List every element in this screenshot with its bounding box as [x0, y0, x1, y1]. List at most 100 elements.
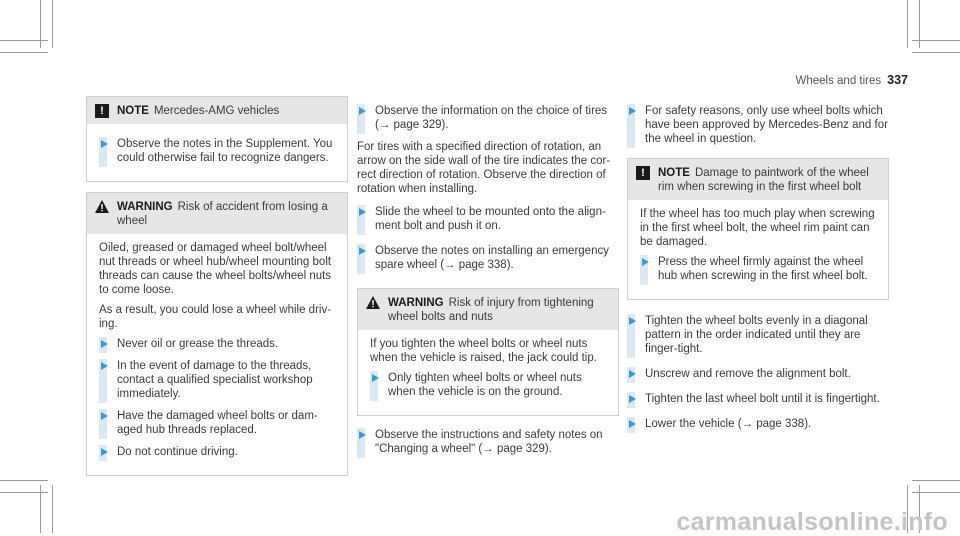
step-marker	[640, 255, 649, 285]
page-ref-link[interactable]: page 329).	[493, 443, 552, 455]
step-text: Press the wheel firmly against the wheel…	[658, 256, 868, 282]
page-ref-link[interactable]: page 329).	[390, 119, 449, 131]
crop-mark	[907, 0, 908, 48]
step-marker	[627, 104, 636, 148]
step-arrow-icon	[629, 370, 636, 378]
page-ref-arrow-icon: →	[378, 119, 391, 131]
step-marker	[99, 409, 108, 439]
step-marker	[99, 445, 108, 461]
step-text: Unscrew and remove the alignment bolt.	[645, 368, 851, 380]
step-text: Do not continue driving.	[117, 446, 238, 458]
step-marker	[370, 371, 379, 401]
body-paragraph: For tires with a specified direction of …	[357, 141, 611, 195]
step-marker	[99, 359, 108, 403]
note-label: NOTE	[117, 105, 149, 117]
step-arrow-icon	[101, 340, 108, 348]
step-arrow-icon	[629, 107, 636, 115]
step-text: Tighten the wheel bolts evenly in a diag…	[645, 315, 868, 355]
step-text: Observe the information on the choice of…	[375, 105, 608, 131]
step-text: In the event of damage to the threads, c…	[117, 360, 313, 400]
step-marker	[99, 337, 108, 353]
step-text: Observe the notes in the Supplement. You…	[117, 138, 333, 164]
warning-body: If you tighten the wheel bolts or wheel …	[358, 330, 618, 415]
step-arrow-icon	[642, 258, 649, 266]
warning-title: Risk of injury from tightening wheel bol…	[388, 297, 594, 323]
step-arrow-icon	[629, 317, 636, 325]
crop-mark	[0, 480, 48, 481]
step-text: Observe the notes on installing an emerg…	[375, 245, 609, 271]
crop-mark	[0, 40, 48, 41]
note-step: Press the wheel firmly against the wheel…	[640, 255, 876, 285]
crop-mark	[40, 0, 41, 48]
warning-label: WARNING	[388, 297, 444, 309]
warning-step: Only tighten wheel bolts or wheel nuts w…	[370, 371, 606, 401]
page-ref-arrow-icon: →	[741, 418, 754, 430]
watermark: carmanualsonline.info	[676, 508, 948, 536]
crop-mark	[912, 52, 960, 53]
warning-title: Risk of accident from losing a wheel	[117, 201, 328, 227]
step-text: Tighten the last wheel bolt until it is …	[645, 393, 880, 405]
step-text: Have the damaged wheel bolts or dam­aged…	[117, 410, 318, 436]
step-arrow-icon	[359, 107, 366, 115]
warning-paragraph: Oiled, greased or damaged wheel bolt/whe…	[99, 242, 332, 296]
crop-mark	[912, 480, 960, 481]
step-marker	[627, 417, 636, 433]
step-marker	[357, 428, 366, 458]
note-exclamation-icon: !	[636, 166, 650, 180]
step-text: Observe the instructions and safety note…	[375, 429, 603, 455]
page-ref-link[interactable]: page 338).	[455, 259, 514, 271]
page-ref-arrow-icon: →	[444, 259, 456, 271]
step-arrow-icon	[359, 431, 366, 439]
crop-mark	[52, 485, 53, 533]
note-body: If the wheel has too much play when scre…	[628, 200, 888, 299]
step-arrow-icon	[101, 412, 108, 420]
warning-label: WARNING	[117, 201, 173, 213]
instruction-step: Observe the information on the choice of…	[357, 104, 619, 134]
step-text: Lower the vehicle (→ page 338).	[645, 418, 812, 430]
warning-triangle-icon	[95, 200, 109, 214]
step-arrow-icon	[101, 140, 108, 148]
crop-mark	[0, 52, 48, 53]
step-text: Only tighten wheel bolts or wheel nuts w…	[388, 372, 582, 398]
step-text: For safety reasons, only use wheel bolts…	[645, 105, 888, 145]
crop-mark	[0, 492, 48, 493]
page-ref-link[interactable]: page 338).	[753, 418, 812, 430]
crop-mark	[912, 40, 960, 41]
step-marker	[627, 367, 636, 383]
step-arrow-icon	[359, 247, 366, 255]
step-arrow-icon	[372, 374, 379, 382]
crop-mark	[919, 0, 920, 48]
crop-mark	[919, 485, 920, 533]
note-body: Observe the notes in the Supplement. You…	[87, 124, 347, 181]
step-text: Never oil or grease the threads.	[117, 338, 279, 350]
note-exclamation-icon: !	[95, 104, 109, 118]
crop-mark	[907, 485, 908, 533]
step-arrow-icon	[359, 208, 366, 216]
instruction-step: For safety reasons, only use wheel bolts…	[627, 104, 889, 148]
crop-mark	[40, 485, 41, 533]
note-label: NOTE	[658, 167, 690, 179]
note-step: Observe the notes in the Supplement. You…	[99, 137, 335, 167]
column-3: For safety reasons, only use wheel bolts…	[627, 96, 889, 439]
step-marker	[357, 205, 366, 235]
warning-triangle-icon	[366, 296, 380, 310]
instruction-step: Observe the notes on installing an emerg…	[357, 244, 619, 274]
step-text: Slide the wheel to be mounted onto the a…	[375, 206, 606, 232]
step-arrow-icon	[629, 420, 636, 428]
step-marker	[99, 137, 108, 167]
warning-step: In the event of damage to the threads, c…	[99, 359, 335, 403]
step-arrow-icon	[101, 362, 108, 370]
step-marker	[357, 244, 366, 274]
warning-body: Oiled, greased or damaged wheel bolt/whe…	[87, 234, 347, 475]
page-number: 337	[887, 73, 908, 87]
step-marker	[627, 392, 636, 408]
